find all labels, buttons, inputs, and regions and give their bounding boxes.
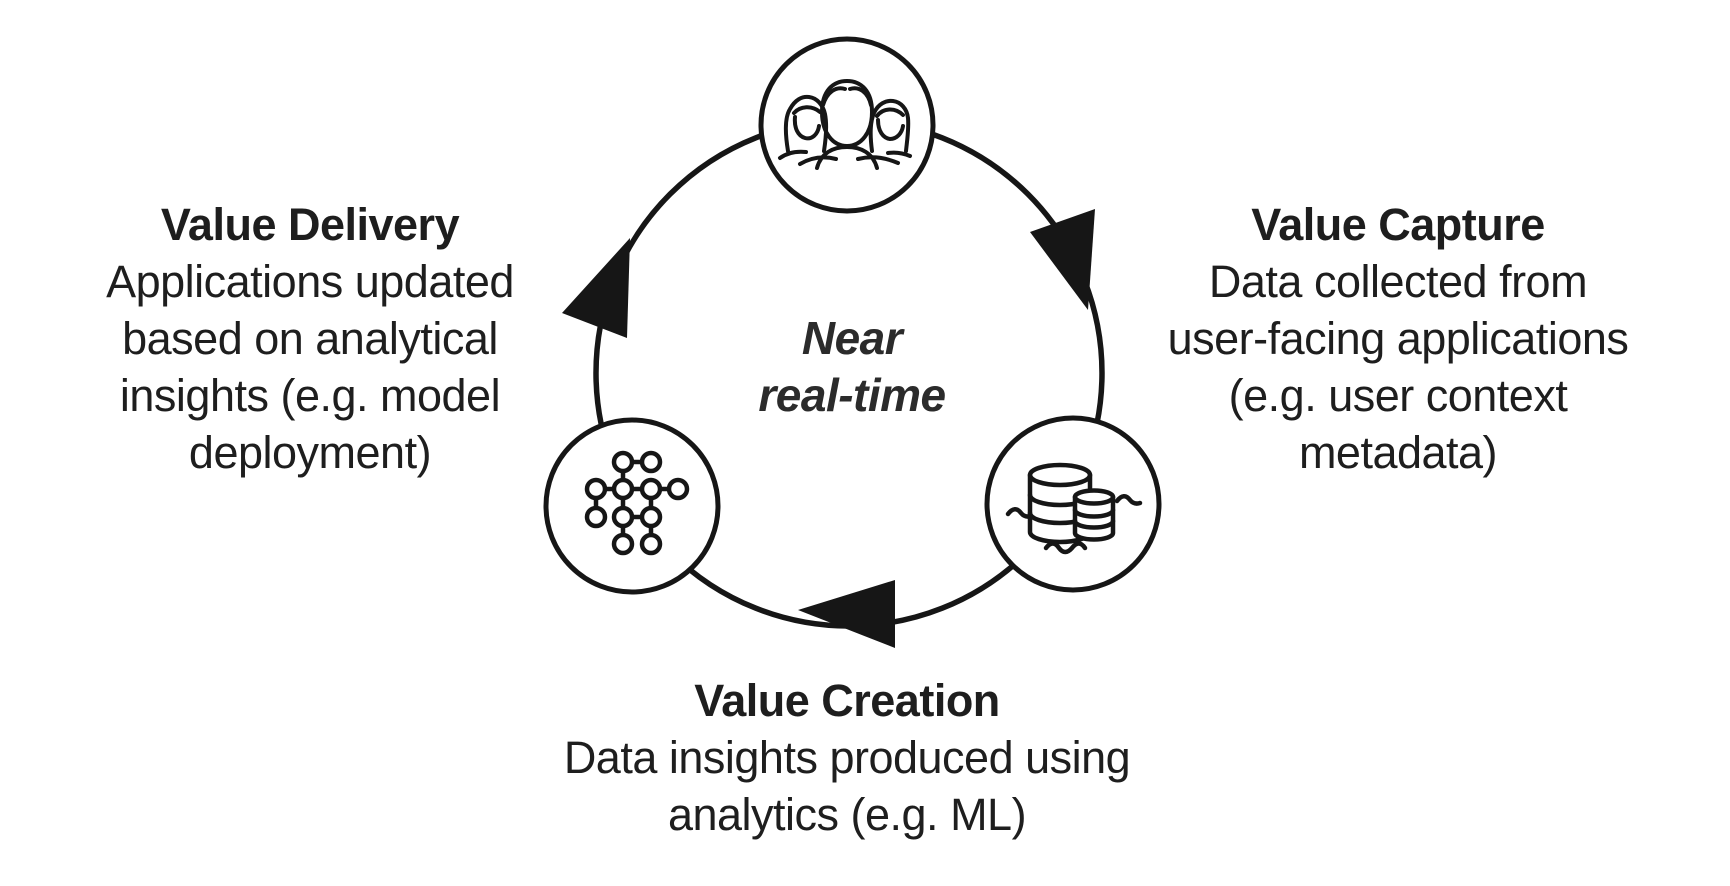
value-delivery-label: Value Delivery Applications updated base… xyxy=(60,196,560,481)
arrow-top-right-icon xyxy=(1030,209,1095,310)
value-creation-title: Value Creation xyxy=(694,675,1000,726)
value-delivery-line-3: insights (e.g. model xyxy=(119,370,501,421)
value-capture-line-4: metadata) xyxy=(1298,427,1498,478)
value-delivery-title: Value Delivery xyxy=(160,199,460,250)
value-capture-line-1: Data collected from xyxy=(1208,256,1588,307)
network-node xyxy=(543,417,721,595)
center-label-line-2: real-time xyxy=(758,369,946,421)
users-node xyxy=(758,36,936,214)
center-label: Near real-time xyxy=(702,310,1002,424)
value-capture-line-2: user-facing applications xyxy=(1167,313,1629,364)
value-capture-line-3: (e.g. user context xyxy=(1228,370,1568,421)
value-creation-line-1: Data insights produced using xyxy=(563,732,1131,783)
value-creation-label: Value Creation Data insights produced us… xyxy=(522,672,1172,843)
value-delivery-line-1: Applications updated xyxy=(106,256,514,307)
value-creation-line-2: analytics (e.g. ML) xyxy=(667,789,1027,840)
value-delivery-line-4: deployment) xyxy=(188,427,432,478)
users-icon xyxy=(778,79,912,170)
value-capture-label: Value Capture Data collected from user-f… xyxy=(1148,196,1648,481)
value-capture-title: Value Capture xyxy=(1251,199,1545,250)
database-icon xyxy=(1005,462,1143,555)
arrow-bottom-icon xyxy=(798,580,895,648)
center-label-line-1: Near xyxy=(801,312,903,364)
value-delivery-line-2: based on analytical xyxy=(122,313,498,364)
network-graph-icon xyxy=(584,450,690,556)
arrow-left-icon xyxy=(562,238,630,338)
